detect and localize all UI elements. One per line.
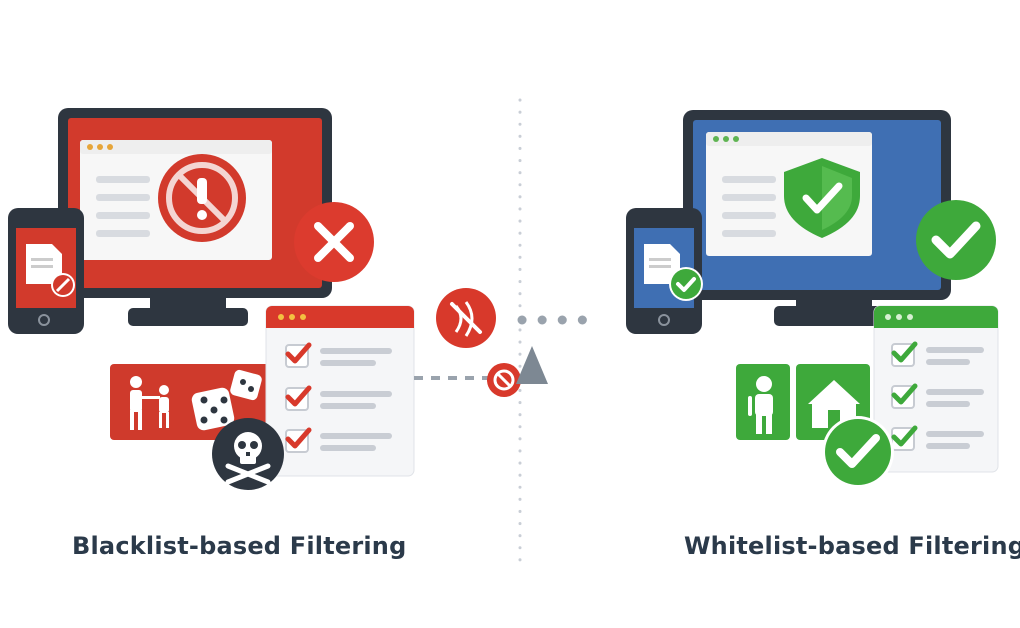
family-icon	[130, 376, 169, 430]
check-mark-icon	[916, 200, 996, 280]
whitelist-panel	[626, 110, 999, 488]
warning-prohibited-icon	[158, 154, 246, 242]
blacklist-panel	[8, 108, 415, 490]
category-check-mark-icon	[822, 416, 894, 488]
arrow-icon	[516, 346, 548, 384]
skull-crossbones-icon	[212, 418, 284, 490]
blacklist-monitor	[58, 108, 332, 326]
blacklist-checklist	[265, 305, 415, 477]
dice-icon	[191, 369, 262, 431]
x-mark-icon	[294, 202, 374, 282]
whitelist-checklist	[873, 305, 999, 473]
whitelist-monitor	[683, 110, 951, 326]
blacklist-caption: Blacklist-based Filtering	[72, 532, 407, 560]
center-connectors	[414, 288, 607, 397]
person-icon	[748, 376, 773, 434]
whitelist-phone	[626, 208, 703, 334]
whitelist-caption: Whitelist-based Filtering	[684, 532, 1020, 560]
blacklist-phone	[8, 208, 84, 334]
prohibited-icon	[487, 363, 521, 397]
shield-check-icon	[784, 158, 860, 238]
blocked-signal-icon	[436, 288, 496, 348]
